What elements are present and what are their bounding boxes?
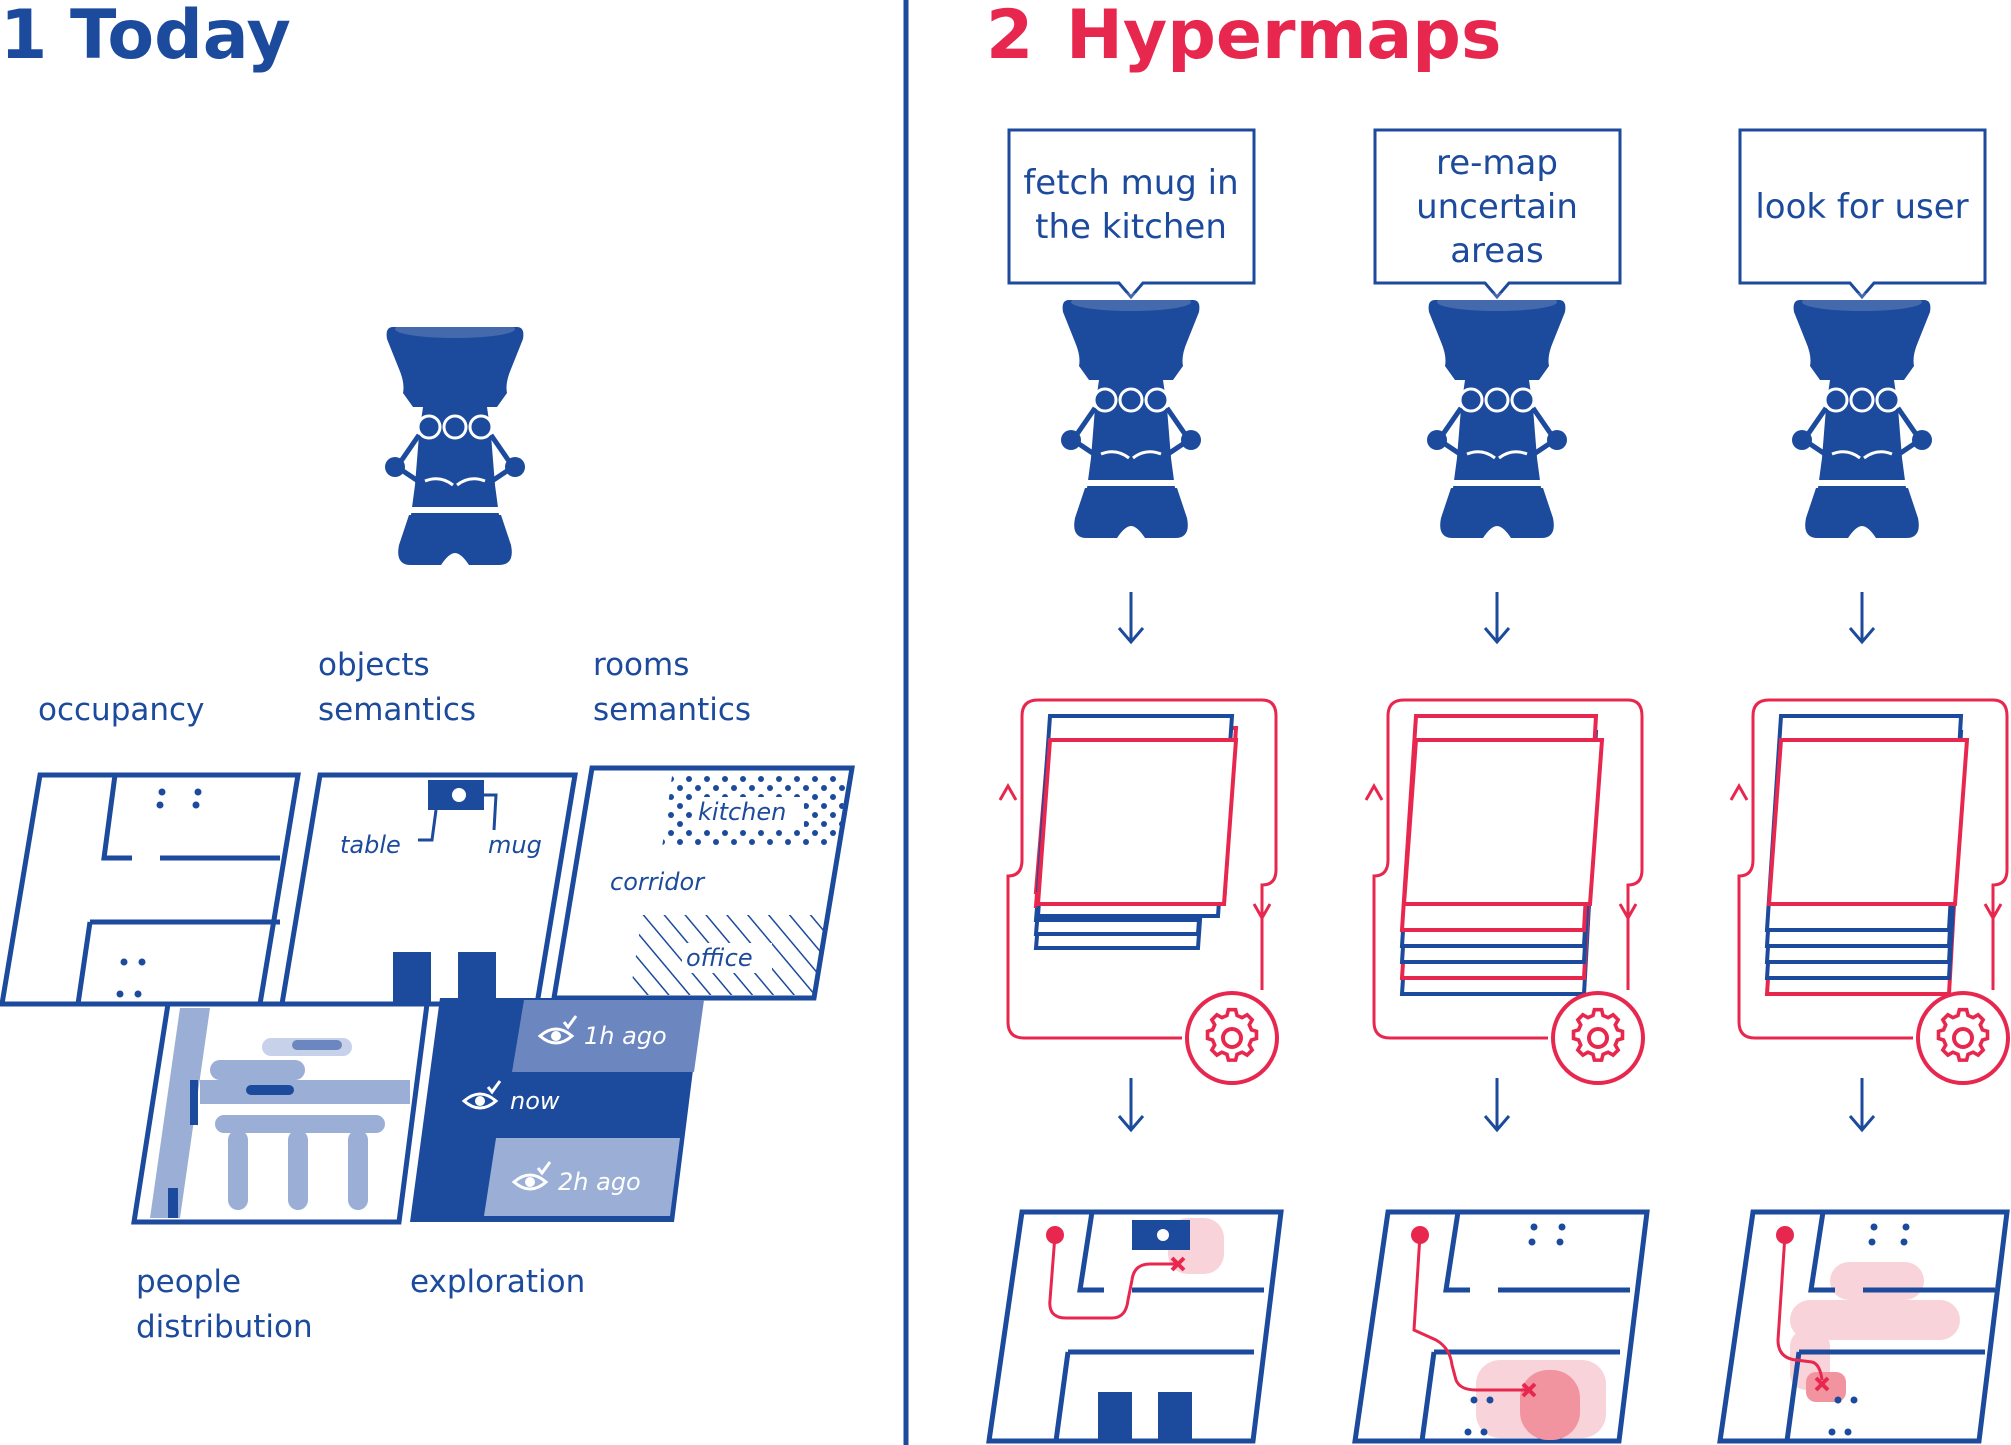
label-2h-ago: 2h ago: [558, 1168, 641, 1196]
arrow-down-icon: [1117, 1078, 1145, 1133]
label-table: table: [340, 831, 401, 859]
task-column-3: look for user: [1717, 128, 2010, 1444]
task-1-line-1: fetch mug in: [1023, 163, 1238, 203]
robot-icon: [1427, 293, 1567, 538]
robot-icon: [1792, 293, 1932, 538]
exploration-map: 1h ago now 2h ago: [410, 998, 704, 1222]
label-exploration: exploration: [410, 1264, 585, 1300]
label-mug: mug: [488, 831, 542, 859]
label-objects: objects: [318, 647, 430, 683]
label-occupancy: occupancy: [38, 692, 204, 728]
label-people: people: [136, 1264, 241, 1300]
robot-icon: [385, 320, 525, 565]
label-rooms: rooms: [593, 647, 689, 683]
rooms-semantics-map: kitchen corridor office: [551, 765, 855, 1001]
label-kitchen: kitchen: [698, 798, 786, 826]
map-stack: [1399, 714, 1605, 996]
arrow-down-icon: [1848, 1078, 1876, 1133]
map-stack: [1764, 714, 1970, 996]
label-office: office: [686, 944, 753, 972]
arrow-down-icon: [1848, 592, 1876, 645]
label-objects-semantics: semantics: [318, 692, 476, 728]
map-stack: [1033, 714, 1239, 950]
result-map-2: [1352, 1209, 1650, 1444]
task-2-line-2: uncertain: [1416, 187, 1578, 227]
hypermaps-number: 2: [986, 0, 1033, 75]
people-distribution-map: [131, 1001, 430, 1225]
hypermaps-title: Hypermaps: [1066, 0, 1501, 75]
task-2-line-1: re-map: [1436, 143, 1558, 183]
task-column-1: fetch mug in the kitchen: [986, 128, 1284, 1444]
objects-semantics-map: table mug: [279, 772, 578, 1007]
label-now: now: [510, 1087, 560, 1115]
gear-icon: [1553, 993, 1643, 1083]
occupancy-map: [0, 772, 301, 1007]
label-1h-ago: 1h ago: [584, 1022, 667, 1050]
robot-icon: [1061, 293, 1201, 538]
today-number: 1: [0, 0, 47, 75]
result-map-3: [1717, 1209, 2010, 1444]
arrow-down-icon: [1483, 1078, 1511, 1133]
arrow-down-icon: [1117, 592, 1145, 645]
task-2-line-3: areas: [1450, 231, 1544, 271]
task-3-line-1: look for user: [1755, 187, 1968, 227]
result-map-1: [986, 1209, 1284, 1444]
arrow-down-icon: [1483, 592, 1511, 645]
gear-icon: [1187, 993, 1277, 1083]
task-column-2: re-map uncertain areas: [1352, 128, 1650, 1444]
gear-icon: [1918, 993, 2008, 1083]
label-corridor: corridor: [610, 868, 706, 896]
task-1-line-2: the kitchen: [1035, 207, 1227, 247]
today-title: Today: [70, 0, 291, 75]
label-rooms-semantics: semantics: [593, 692, 751, 728]
label-people-distribution: distribution: [136, 1309, 313, 1345]
